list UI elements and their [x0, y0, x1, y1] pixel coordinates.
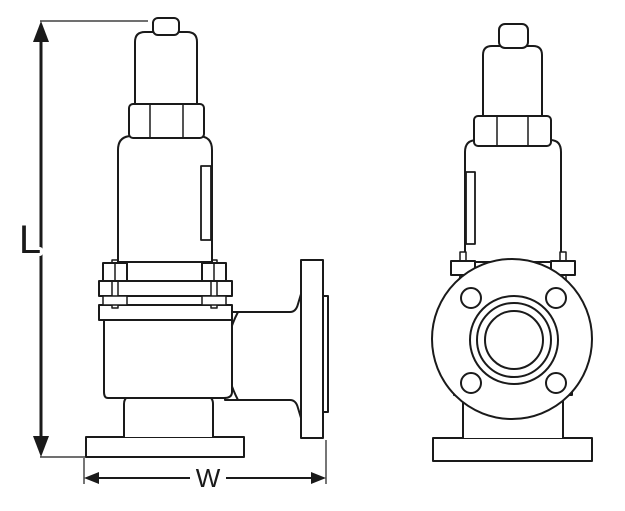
front-base-plate	[432, 437, 593, 462]
side-bonnet	[117, 135, 213, 263]
front-cap	[482, 45, 543, 117]
side-bolt-nut-right-lower	[201, 295, 227, 306]
dimension-w-label: W	[196, 463, 221, 493]
side-lower-flange-plate	[98, 304, 233, 321]
dimension-w-arrow-right	[311, 472, 326, 484]
front-flange-bolt-hole-bl	[460, 372, 482, 394]
side-upper-flange-plate	[98, 280, 233, 297]
side-bolt-stud-left	[111, 259, 119, 309]
dimension-l-arrow-bottom	[33, 436, 49, 457]
dimension-w-arrow-left	[84, 472, 99, 484]
side-bolt-nut-left-lower	[102, 295, 128, 306]
front-view	[431, 23, 593, 462]
front-flange-bolt-hole-br	[545, 372, 567, 394]
side-cap	[134, 31, 198, 105]
side-view	[85, 17, 329, 458]
front-bonnet	[464, 139, 562, 263]
dimension-w: W	[83, 440, 327, 493]
dimension-l: L	[16, 20, 148, 458]
side-outlet-flange	[300, 259, 324, 439]
side-bonnet-nameplate	[200, 165, 212, 241]
front-bolt-nut-right	[550, 260, 576, 276]
front-flange-bolt-hole-tl	[460, 287, 482, 309]
side-valve-body	[103, 317, 233, 399]
side-outlet-neck	[224, 293, 302, 419]
front-bonnet-nameplate	[465, 171, 476, 245]
dimension-l-label: L	[19, 218, 41, 262]
front-flange-bore	[484, 310, 544, 370]
dimension-l-arrow-top	[33, 21, 49, 42]
side-bolt-stud-right	[210, 259, 218, 309]
side-cap-top-button	[152, 17, 180, 36]
side-outlet-flange-face	[322, 295, 329, 413]
front-cap-top-button	[498, 23, 529, 49]
side-base-flange	[85, 436, 245, 458]
front-hex-nut	[473, 115, 552, 147]
side-inlet-neck	[123, 395, 214, 437]
side-hex-nut	[128, 103, 205, 139]
front-flange-bolt-hole-tr	[545, 287, 567, 309]
